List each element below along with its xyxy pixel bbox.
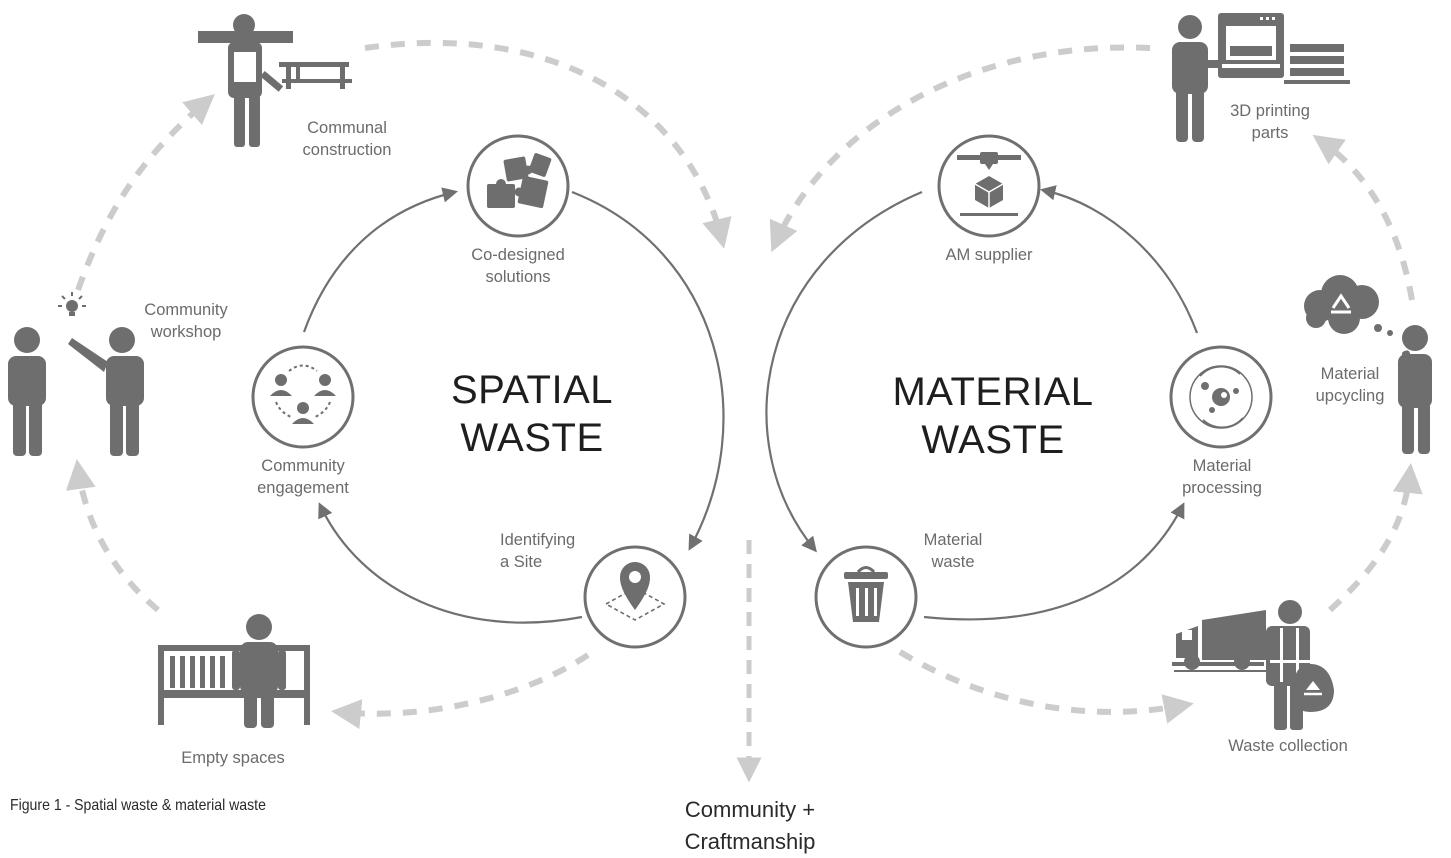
- label-site-2: a Site: [500, 553, 543, 571]
- spatial-inner-cycle: [302, 187, 725, 624]
- label-construction-2: construction: [302, 141, 392, 159]
- arrow-empty-to-workshop: [65, 459, 160, 613]
- label-collection-1: Waste collection: [1228, 737, 1348, 755]
- thinking-person-icon: [1304, 275, 1432, 454]
- label-construction: Communal construction: [284, 117, 410, 161]
- arc-waste-to-processing: [923, 502, 1185, 621]
- arrow-workshop-to-construction: [75, 94, 215, 292]
- arrow-waste-to-collection: [898, 649, 1194, 724]
- recycle-icon: [1331, 293, 1351, 314]
- label-site-1: Identifying: [500, 531, 576, 549]
- label-upcycling: Material upcycling: [1295, 363, 1405, 407]
- location-pin-icon: [604, 562, 666, 621]
- arrow-collection-to-upcycling: [1327, 463, 1423, 613]
- thought-cloud-icon: [1304, 275, 1393, 336]
- label-co-designed-1: Co-designed: [471, 246, 565, 264]
- label-processing: Material processing: [1142, 455, 1302, 499]
- label-am: AM supplier: [909, 244, 1069, 266]
- puzzle-icon: [487, 153, 552, 209]
- label-co-designed: Co-designed solutions: [438, 244, 598, 288]
- lightbulb-icon: [58, 292, 86, 316]
- label-construction-1: Communal: [307, 119, 387, 137]
- label-printing-1: 3D printing: [1230, 102, 1310, 120]
- printer-operator-icon: [1172, 13, 1350, 142]
- waste-collector-icon: [1266, 600, 1334, 730]
- material-waste-title: MATERIAL WASTE: [862, 368, 1124, 464]
- label-engagement: Community engagement: [223, 455, 383, 499]
- node-processing: [1169, 345, 1273, 449]
- material-title-line-1: MATERIAL: [892, 370, 1094, 414]
- arc-am-to-waste: [765, 190, 923, 553]
- label-processing-1: Material: [1192, 457, 1252, 475]
- node-co-designed: [466, 134, 570, 238]
- center-label-2: Craftmanship: [684, 829, 816, 854]
- label-co-designed-2: solutions: [485, 268, 551, 286]
- label-processing-2: processing: [1182, 479, 1262, 497]
- spatial-title-line-1: SPATIAL: [450, 368, 614, 412]
- bench-person-icon: [158, 614, 310, 728]
- arrow-printing-to-center: [769, 44, 1151, 253]
- node-site: [583, 545, 687, 649]
- arrow-construction-to-center: [364, 39, 732, 249]
- arc-site-to-engagement: [318, 502, 583, 624]
- label-material-waste-1: Material: [923, 531, 983, 549]
- figure-caption: Figure 1 - Spatial waste & material wast…: [10, 797, 266, 814]
- label-engagement-2: engagement: [257, 479, 349, 497]
- node-engagement: [251, 345, 355, 449]
- spatial-outer-loop: [65, 39, 732, 730]
- node-am: [937, 134, 1041, 238]
- label-3d-printing: 3D printing parts: [1206, 100, 1334, 144]
- label-printing-2: parts: [1251, 124, 1289, 142]
- label-upcycling-2: upcycling: [1315, 387, 1385, 405]
- center-label: Community + Craftmanship: [600, 794, 900, 858]
- workshop-people-icon: [8, 292, 144, 456]
- label-site: Identifying a Site: [500, 529, 610, 573]
- label-empty-spaces: Empty spaces: [163, 747, 303, 769]
- processing-cycle-icon: [1189, 365, 1253, 429]
- 3d-printer-icon: [957, 152, 1021, 216]
- carpenter-icon: [198, 14, 352, 147]
- people-network-icon: [270, 364, 336, 424]
- label-upcycling-1: Material: [1320, 365, 1380, 383]
- arrow-site-to-empty: [331, 652, 590, 730]
- material-title-line-2: WASTE: [921, 418, 1065, 462]
- material-inner-cycle: [765, 185, 1199, 621]
- label-empty-1: Empty spaces: [181, 749, 285, 767]
- label-workshop-2: workshop: [150, 323, 222, 341]
- material-outer-loop: [769, 44, 1423, 724]
- arc-co-designed-to-site: [571, 190, 725, 551]
- arc-processing-to-am: [1039, 185, 1199, 334]
- label-material-waste: Material waste: [903, 529, 1003, 573]
- arrow-upcycling-to-printing: [1312, 134, 1415, 301]
- trash-bin-icon: [844, 566, 888, 622]
- arc-engagement-to-co-designed: [302, 187, 458, 333]
- center-label-1: Community +: [684, 797, 816, 822]
- garbage-truck-icon: [1172, 610, 1272, 672]
- label-workshop: Community workshop: [126, 299, 246, 343]
- label-waste-collection: Waste collection: [1208, 735, 1368, 757]
- label-am-1: AM supplier: [945, 246, 1033, 264]
- label-workshop-1: Community: [144, 301, 228, 319]
- spatial-waste-title: SPATIAL WASTE: [412, 366, 652, 462]
- label-engagement-1: Community: [261, 457, 345, 475]
- spatial-title-line-2: WASTE: [460, 416, 604, 460]
- label-material-waste-2: waste: [931, 553, 975, 571]
- node-waste: [814, 545, 918, 649]
